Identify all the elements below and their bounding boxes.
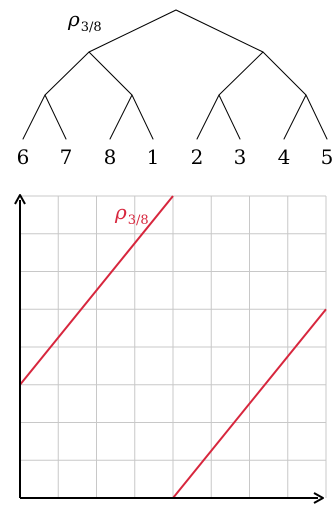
tree-edge-root-left	[88, 9, 177, 53]
tree-edge-leaf-7	[283, 94, 307, 140]
tree-label: ρ3/8	[67, 7, 102, 35]
graph-label-subscript: 3/8	[128, 213, 149, 228]
function-segments	[19, 195, 327, 499]
tree-edge-l-lr	[88, 51, 133, 96]
tree-leaf-label: 8	[104, 145, 117, 169]
tree-edge-leaf-1	[22, 94, 46, 140]
tree-leaf-label: 3	[234, 145, 247, 169]
tree-leaf-label: 5	[321, 145, 334, 169]
tree-edge-root-right	[175, 9, 264, 53]
tree-edge-leaf-3	[109, 94, 133, 140]
function-graph: ρ3/8	[14, 194, 327, 504]
binary-tree: ρ3/8 6 7 8 1 2 3 4 5	[17, 7, 334, 169]
tree-edge-leaf-6	[218, 94, 241, 140]
tree-leaf-label: 4	[278, 145, 291, 169]
function-segment-2	[172, 308, 327, 499]
tree-leaf-label: 6	[17, 145, 30, 169]
graph-label: ρ3/8	[114, 200, 149, 228]
tree-label-symbol: ρ	[67, 7, 80, 31]
function-segment-1	[19, 195, 174, 386]
tree-edge-leaf-8	[305, 94, 328, 140]
tree-edge-r-rl	[218, 51, 264, 96]
tree-leaf-label: 7	[60, 145, 73, 169]
tree-edge-leaf-4	[131, 94, 154, 140]
x-axis-arrow	[313, 492, 324, 504]
tree-label-subscript: 3/8	[81, 20, 102, 35]
y-axis-arrow	[14, 194, 26, 205]
tree-edge-leaf-2	[44, 94, 67, 140]
graph-label-symbol: ρ	[114, 200, 127, 224]
tree-edge-leaf-5	[196, 94, 220, 140]
tree-edge-l-ll	[44, 51, 90, 96]
axes	[14, 194, 324, 504]
grid	[20, 195, 327, 498]
tree-leaf-label: 2	[191, 145, 204, 169]
tree-edge-r-rr	[262, 51, 307, 96]
tree-leaf-label: 1	[147, 145, 160, 169]
